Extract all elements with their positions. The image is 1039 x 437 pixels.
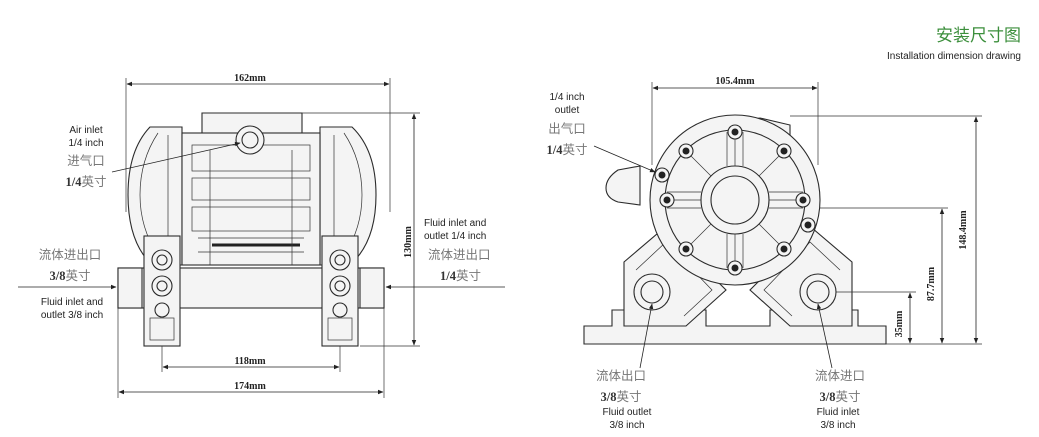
pump-front-body (117, 112, 385, 347)
dim-side-top-width: 105.4mm (651, 76, 819, 165)
fluid-inlet-cn-1: 流体进口 (815, 368, 865, 383)
fluid-left-en-1: Fluid inlet and (41, 297, 103, 308)
dim-side-total-height: 148.4mm (790, 115, 982, 345)
fluid-inlet-en-1: Fluid inlet (817, 407, 860, 418)
front-view: 162mm (18, 73, 505, 398)
fluid-right-cn-2: 1/4英寸 (440, 268, 481, 283)
fluid-left-callout: 流体进出口 3/8英寸 Fluid inlet and outlet 3/8 i… (18, 247, 117, 321)
dim-top-width: 162mm (125, 73, 391, 212)
fluid-right-callout: Fluid inlet and outlet 1/4 inch 流体进出口 1/… (385, 218, 505, 290)
fluid-left-en-2: outlet 3/8 inch (41, 310, 103, 321)
fluid-right-en-2: outlet 1/4 inch (424, 231, 486, 242)
dim-side-base-height: 35mm (836, 291, 916, 344)
fluid-outlet-cn-2: 3/8英寸 (601, 389, 642, 404)
fluid-left-cn-2: 3/8英寸 (50, 268, 91, 283)
air-inlet-en-2: 1/4 inch (68, 138, 103, 149)
pump-side-body (583, 114, 887, 345)
outlet-top-cn-2: 1/4英寸 (547, 142, 588, 157)
dim-label-87-7: 87.7mm (926, 266, 937, 301)
dim-side-mid-height: 87.7mm (820, 207, 948, 344)
fluid-inlet-en-2: 3/8 inch (820, 420, 855, 431)
air-inlet-en-1: Air inlet (69, 125, 103, 136)
dim-label-174: 174mm (234, 381, 266, 392)
fluid-outlet-en-2: 3/8 inch (609, 420, 644, 431)
bolt-ring (654, 124, 816, 276)
fluid-outlet-en-1: Fluid outlet (603, 407, 652, 418)
dim-label-105-4: 105.4mm (715, 76, 755, 87)
fluid-right-en-1: Fluid inlet and (424, 218, 486, 229)
air-inlet-cn-1: 进气口 (67, 153, 105, 168)
air-inlet-cn-2: 1/4英寸 (66, 174, 107, 189)
outlet-top-cn-1: 出气口 (548, 121, 586, 136)
fluid-left-cn-1: 流体进出口 (39, 247, 102, 262)
dim-label-130: 130mm (403, 226, 414, 258)
outlet-top-en-2: outlet (555, 105, 580, 116)
dim-label-162: 162mm (234, 73, 266, 84)
dim-label-118: 118mm (234, 356, 266, 367)
dim-inner-118: 118mm (161, 346, 341, 372)
dim-height-130: 130mm (302, 112, 420, 347)
dim-label-35: 35mm (894, 310, 905, 337)
outlet-top-en-1: 1/4 inch (549, 92, 584, 103)
fluid-inlet-callout: 流体进口 3/8英寸 Fluid inlet 3/8 inch (815, 303, 865, 431)
fluid-outlet-callout: 流体出口 3/8英寸 Fluid outlet 3/8 inch (596, 303, 654, 431)
fluid-right-cn-1: 流体进出口 (428, 247, 491, 262)
side-view: 105.4mm (547, 76, 982, 431)
fluid-inlet-cn-2: 3/8英寸 (820, 389, 861, 404)
dim-overall-174: 174mm (117, 308, 385, 398)
outlet-top-callout: 1/4 inch outlet 出气口 1/4英寸 (547, 92, 656, 173)
title-cn: 安装尺寸图 (936, 26, 1021, 46)
air-inlet-callout: Air inlet 1/4 inch 进气口 1/4英寸 (66, 125, 241, 189)
title-en: Installation dimension drawing (887, 51, 1021, 62)
dim-label-148-4: 148.4mm (958, 210, 969, 250)
fluid-outlet-cn-1: 流体出口 (596, 368, 646, 383)
